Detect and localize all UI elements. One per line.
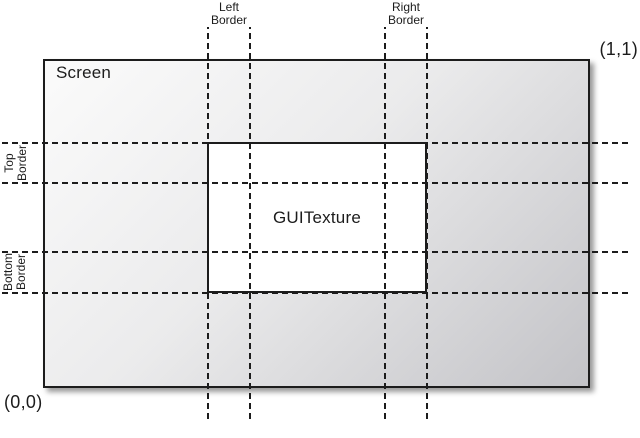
left-border-label-line1: Left <box>218 0 239 14</box>
texture-right-edge-guide <box>426 3 428 423</box>
bottom-border-label-line1: Bottom <box>1 253 15 292</box>
right-border-inner-guide <box>384 3 386 423</box>
texture-bottom-edge-guide <box>2 292 630 294</box>
top-border-label-line1: Top <box>2 153 16 173</box>
right-border-label-line2: Border <box>387 13 425 27</box>
bottom-border-label: Bottom Border <box>1 249 30 295</box>
guitexture-label: GUITexture <box>273 207 361 227</box>
bottom-border-inner-guide <box>2 251 630 253</box>
screen-label: Screen <box>56 63 112 82</box>
guitexture-rect: GUITexture <box>207 142 427 293</box>
right-border-label-line1: Right <box>391 0 420 14</box>
left-border-label: Left Border <box>207 1 251 27</box>
origin-coordinate-label: (0,0) <box>4 392 43 412</box>
left-border-label-line2: Border <box>210 13 248 27</box>
texture-top-edge-guide <box>2 142 630 144</box>
top-border-label: Top Border <box>2 140 31 186</box>
left-border-inner-guide <box>249 3 251 423</box>
top-border-inner-guide <box>2 182 630 184</box>
bottom-border-label-line2: Border <box>14 253 28 291</box>
texture-left-edge-guide <box>207 3 209 423</box>
right-border-label: Right Border <box>384 1 428 27</box>
top-right-coordinate-label: (1,1) <box>599 39 638 59</box>
top-border-label-line2: Border <box>15 144 29 182</box>
